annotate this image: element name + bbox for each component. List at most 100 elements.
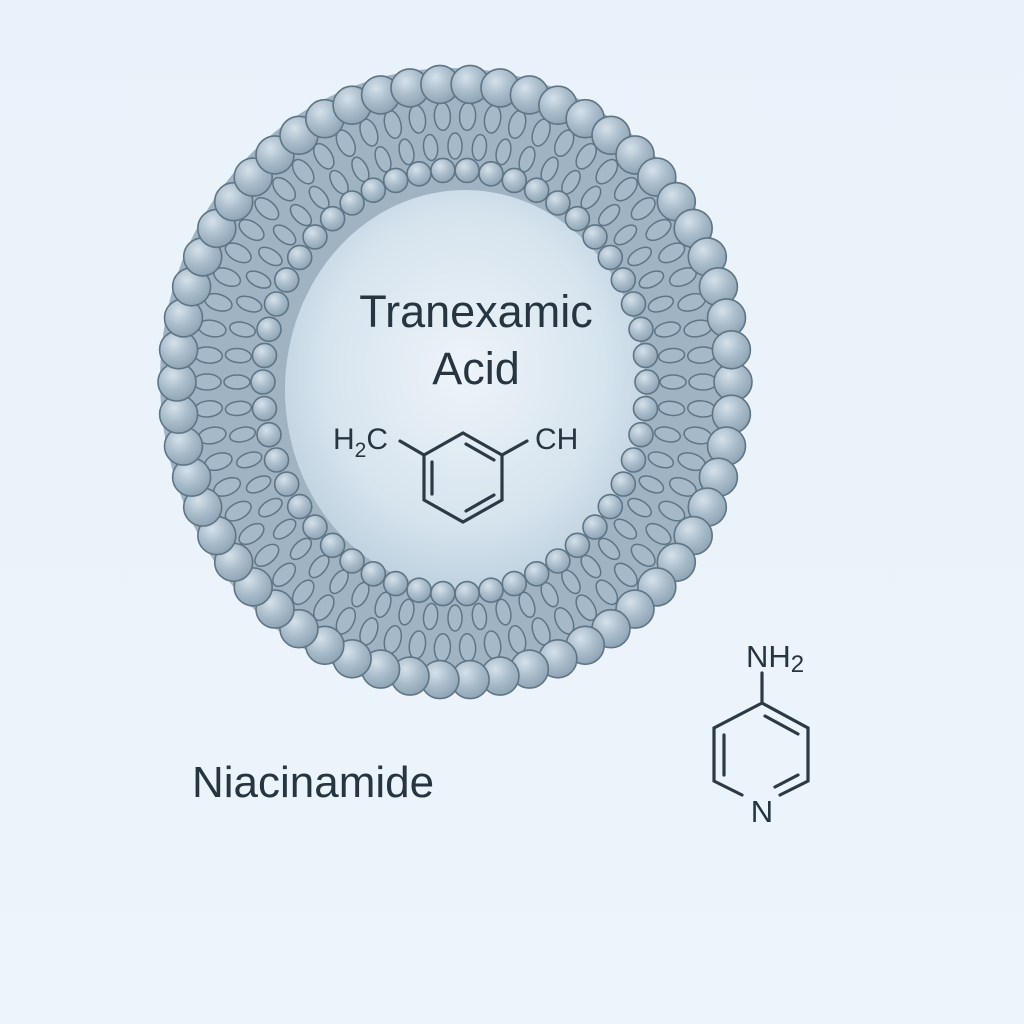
lipid-head-inner: [564, 532, 591, 559]
lipid-tail: [627, 246, 652, 267]
lipid-head-inner: [319, 205, 346, 232]
h2c-group-label: H2C: [333, 423, 388, 462]
lipid-tail: [647, 295, 675, 313]
lipid-head-inner: [360, 560, 387, 587]
lipid-head-inner: [256, 421, 282, 448]
lipid-head-inner: [634, 369, 660, 395]
lipid-tail: [422, 602, 439, 631]
lipid-tail: [238, 218, 265, 242]
lipid-tail: [272, 562, 297, 588]
lipid-tail: [398, 598, 415, 626]
lipid-head-inner: [251, 395, 278, 422]
lipid-head-inner: [597, 244, 624, 271]
lipid-tail: [597, 537, 621, 561]
lipid-tail: [235, 295, 263, 313]
tranexamic-acid-label: Tranexamic Acid: [359, 286, 592, 394]
lipid-head-inner: [454, 580, 480, 607]
lipid-head-inner: [430, 157, 456, 184]
lipid-tail: [238, 522, 265, 546]
lipid-head-inner: [523, 560, 550, 587]
lipid-head-inner: [302, 224, 328, 250]
lipid-heads-outer: [157, 64, 753, 700]
lipid-tail: [645, 522, 672, 546]
lipid-head-inner: [286, 493, 313, 520]
lipid-tail: [224, 347, 253, 364]
lipid-head-inner: [632, 342, 659, 369]
lipid-tail: [258, 246, 283, 267]
lipid-tail: [613, 518, 638, 540]
lipid-tail: [245, 475, 272, 494]
lipid-tail: [272, 224, 297, 246]
lipid-head-inner: [523, 177, 550, 203]
lipid-tail: [235, 451, 263, 469]
benzene-ring: [398, 431, 529, 524]
lipid-head-inner: [382, 167, 409, 194]
lipid-tail: [447, 132, 463, 160]
lipid-tail: [471, 602, 488, 631]
liposome: [157, 64, 753, 700]
lipid-tail: [291, 158, 315, 185]
lipid-tail: [653, 321, 682, 338]
liposome-aqueous-core: [285, 190, 645, 590]
lipid-head-inner: [430, 580, 456, 607]
lipid-head-inner: [564, 205, 591, 232]
lipid-tail: [658, 500, 686, 522]
lipid-head-inner: [610, 267, 637, 293]
lipid-tail: [653, 426, 682, 443]
lipid-tail: [289, 203, 313, 227]
lipid-head-inner: [620, 447, 647, 473]
lipid-tail: [630, 543, 656, 568]
lipid-head-inner: [273, 471, 300, 497]
lipid-tail: [224, 500, 252, 522]
lipid-head-inner: [545, 190, 571, 216]
lipid-tail: [245, 270, 272, 289]
lipid-head-outer: [711, 329, 752, 370]
lipid-tail: [638, 270, 665, 289]
lipid-head-inner: [628, 421, 654, 448]
lipid-tail: [471, 133, 488, 162]
lipid-tail: [657, 400, 686, 417]
lipid-tail: [659, 374, 687, 390]
lipid-head-inner: [263, 291, 290, 317]
lipid-head-inner: [632, 395, 659, 422]
lipid-tail: [630, 196, 656, 221]
lipid-head-inner: [454, 157, 480, 184]
lipid-tail: [595, 158, 619, 185]
lipid-tail: [398, 138, 415, 166]
lipid-tail: [613, 176, 638, 202]
lipid-tail: [223, 374, 251, 390]
lipid-head-inner: [360, 177, 387, 203]
lipid-tail: [597, 203, 621, 227]
lipid-head-inner: [319, 532, 346, 559]
niacinamide-label: Niacinamide: [192, 758, 434, 807]
lipid-head-inner: [406, 577, 432, 604]
lipid-tail: [458, 101, 477, 132]
lipid-head-inner: [478, 161, 504, 187]
pyridine-nitrogen-label: N: [751, 794, 773, 829]
lipid-tail: [224, 400, 253, 417]
lipid-tail: [228, 321, 257, 338]
ch-group-label: CH: [535, 423, 578, 456]
lipid-tail: [495, 138, 512, 166]
lipid-head-inner: [620, 291, 647, 317]
lipid-tail: [192, 373, 222, 391]
lipid-tail: [433, 101, 452, 132]
lipid-head-inner: [545, 548, 571, 574]
lipid-tail: [258, 497, 283, 518]
lipid-tail: [657, 347, 686, 364]
lipid-head-inner: [263, 447, 290, 473]
lipid-head-inner: [628, 316, 654, 343]
lipid-head-inner: [250, 369, 276, 395]
lipid-tail: [433, 632, 452, 663]
tranexamic-structure: H2C CH: [333, 423, 578, 524]
pyridine-ring: [712, 671, 810, 797]
lipid-head-inner: [251, 342, 278, 369]
lipid-tail: [638, 475, 665, 494]
lipid-heads-inner: [250, 157, 660, 607]
lipid-tail: [658, 242, 686, 264]
lipid-head-inner: [382, 570, 409, 597]
lipid-tail: [613, 224, 638, 246]
lipid-tail: [272, 518, 297, 540]
lipid-tail: [647, 451, 675, 469]
lipid-tail: [422, 133, 439, 162]
